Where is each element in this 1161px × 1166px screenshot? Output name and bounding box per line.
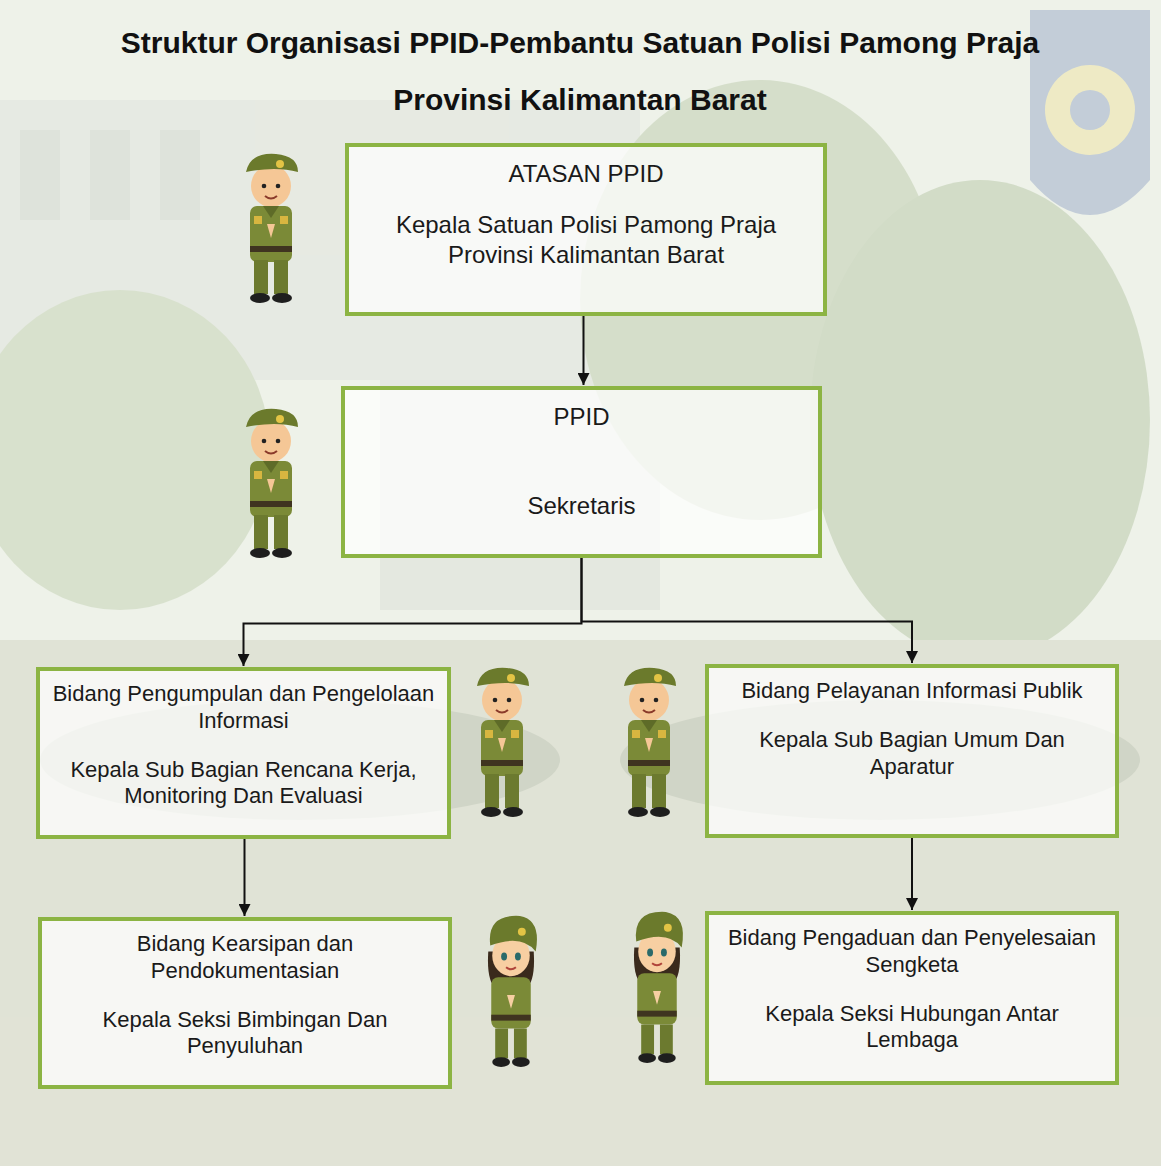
org-box: Bidang Pengaduan dan Penyelesaian Sengke… — [705, 911, 1119, 1085]
officer-figure — [634, 912, 683, 1063]
officer-figure — [246, 409, 298, 558]
connector-arrow — [582, 558, 913, 663]
box-heading: ATASAN PPID — [359, 159, 813, 188]
officer-figure — [488, 916, 537, 1067]
box-heading: PPID — [355, 402, 808, 431]
org-box: Bidang Kearsipan dan PendokumentasianKep… — [38, 917, 452, 1089]
org-box: ATASAN PPID Kepala Satuan Polisi Pamong P… — [345, 143, 827, 316]
box-body: Kepala Sub Bagian Rencana Kerja, Monitor… — [50, 757, 437, 811]
box-heading: Bidang Pengumpulan dan Pengelolaan Infor… — [50, 681, 437, 735]
connector-arrow — [244, 558, 582, 666]
box-body: Kepala Seksi Bimbingan Dan Penyuluhan — [52, 1007, 438, 1061]
box-body: Kepala Satuan Polisi Pamong Praja Provin… — [359, 210, 813, 269]
box-heading: Bidang Kearsipan dan Pendokumentasian — [52, 931, 438, 985]
officer-figure — [246, 154, 298, 303]
emblem — [1030, 10, 1150, 215]
connector-arrow — [244, 839, 246, 916]
connector-arrow — [911, 838, 913, 910]
box-body: Sekretaris — [355, 491, 808, 520]
diagram-title: Struktur Organisasi PPID-Pembantu Satuan… — [100, 14, 1060, 128]
officer-figure — [477, 668, 529, 817]
officer-figure — [624, 668, 676, 817]
box-heading: Bidang Pengaduan dan Penyelesaian Sengke… — [719, 925, 1105, 979]
box-body: Kepala Sub Bagian Umum Dan Aparatur — [719, 727, 1105, 781]
connector-arrow — [583, 316, 585, 385]
box-body: Kepala Seksi Hubungan Antar Lembaga — [719, 1001, 1105, 1055]
box-heading: Bidang Pelayanan Informasi Publik — [719, 678, 1105, 705]
org-box: PPID Sekretaris — [341, 386, 822, 558]
org-box: Bidang Pelayanan Informasi PublikKepala … — [705, 664, 1119, 838]
org-box: Bidang Pengumpulan dan Pengelolaan Infor… — [36, 667, 451, 839]
